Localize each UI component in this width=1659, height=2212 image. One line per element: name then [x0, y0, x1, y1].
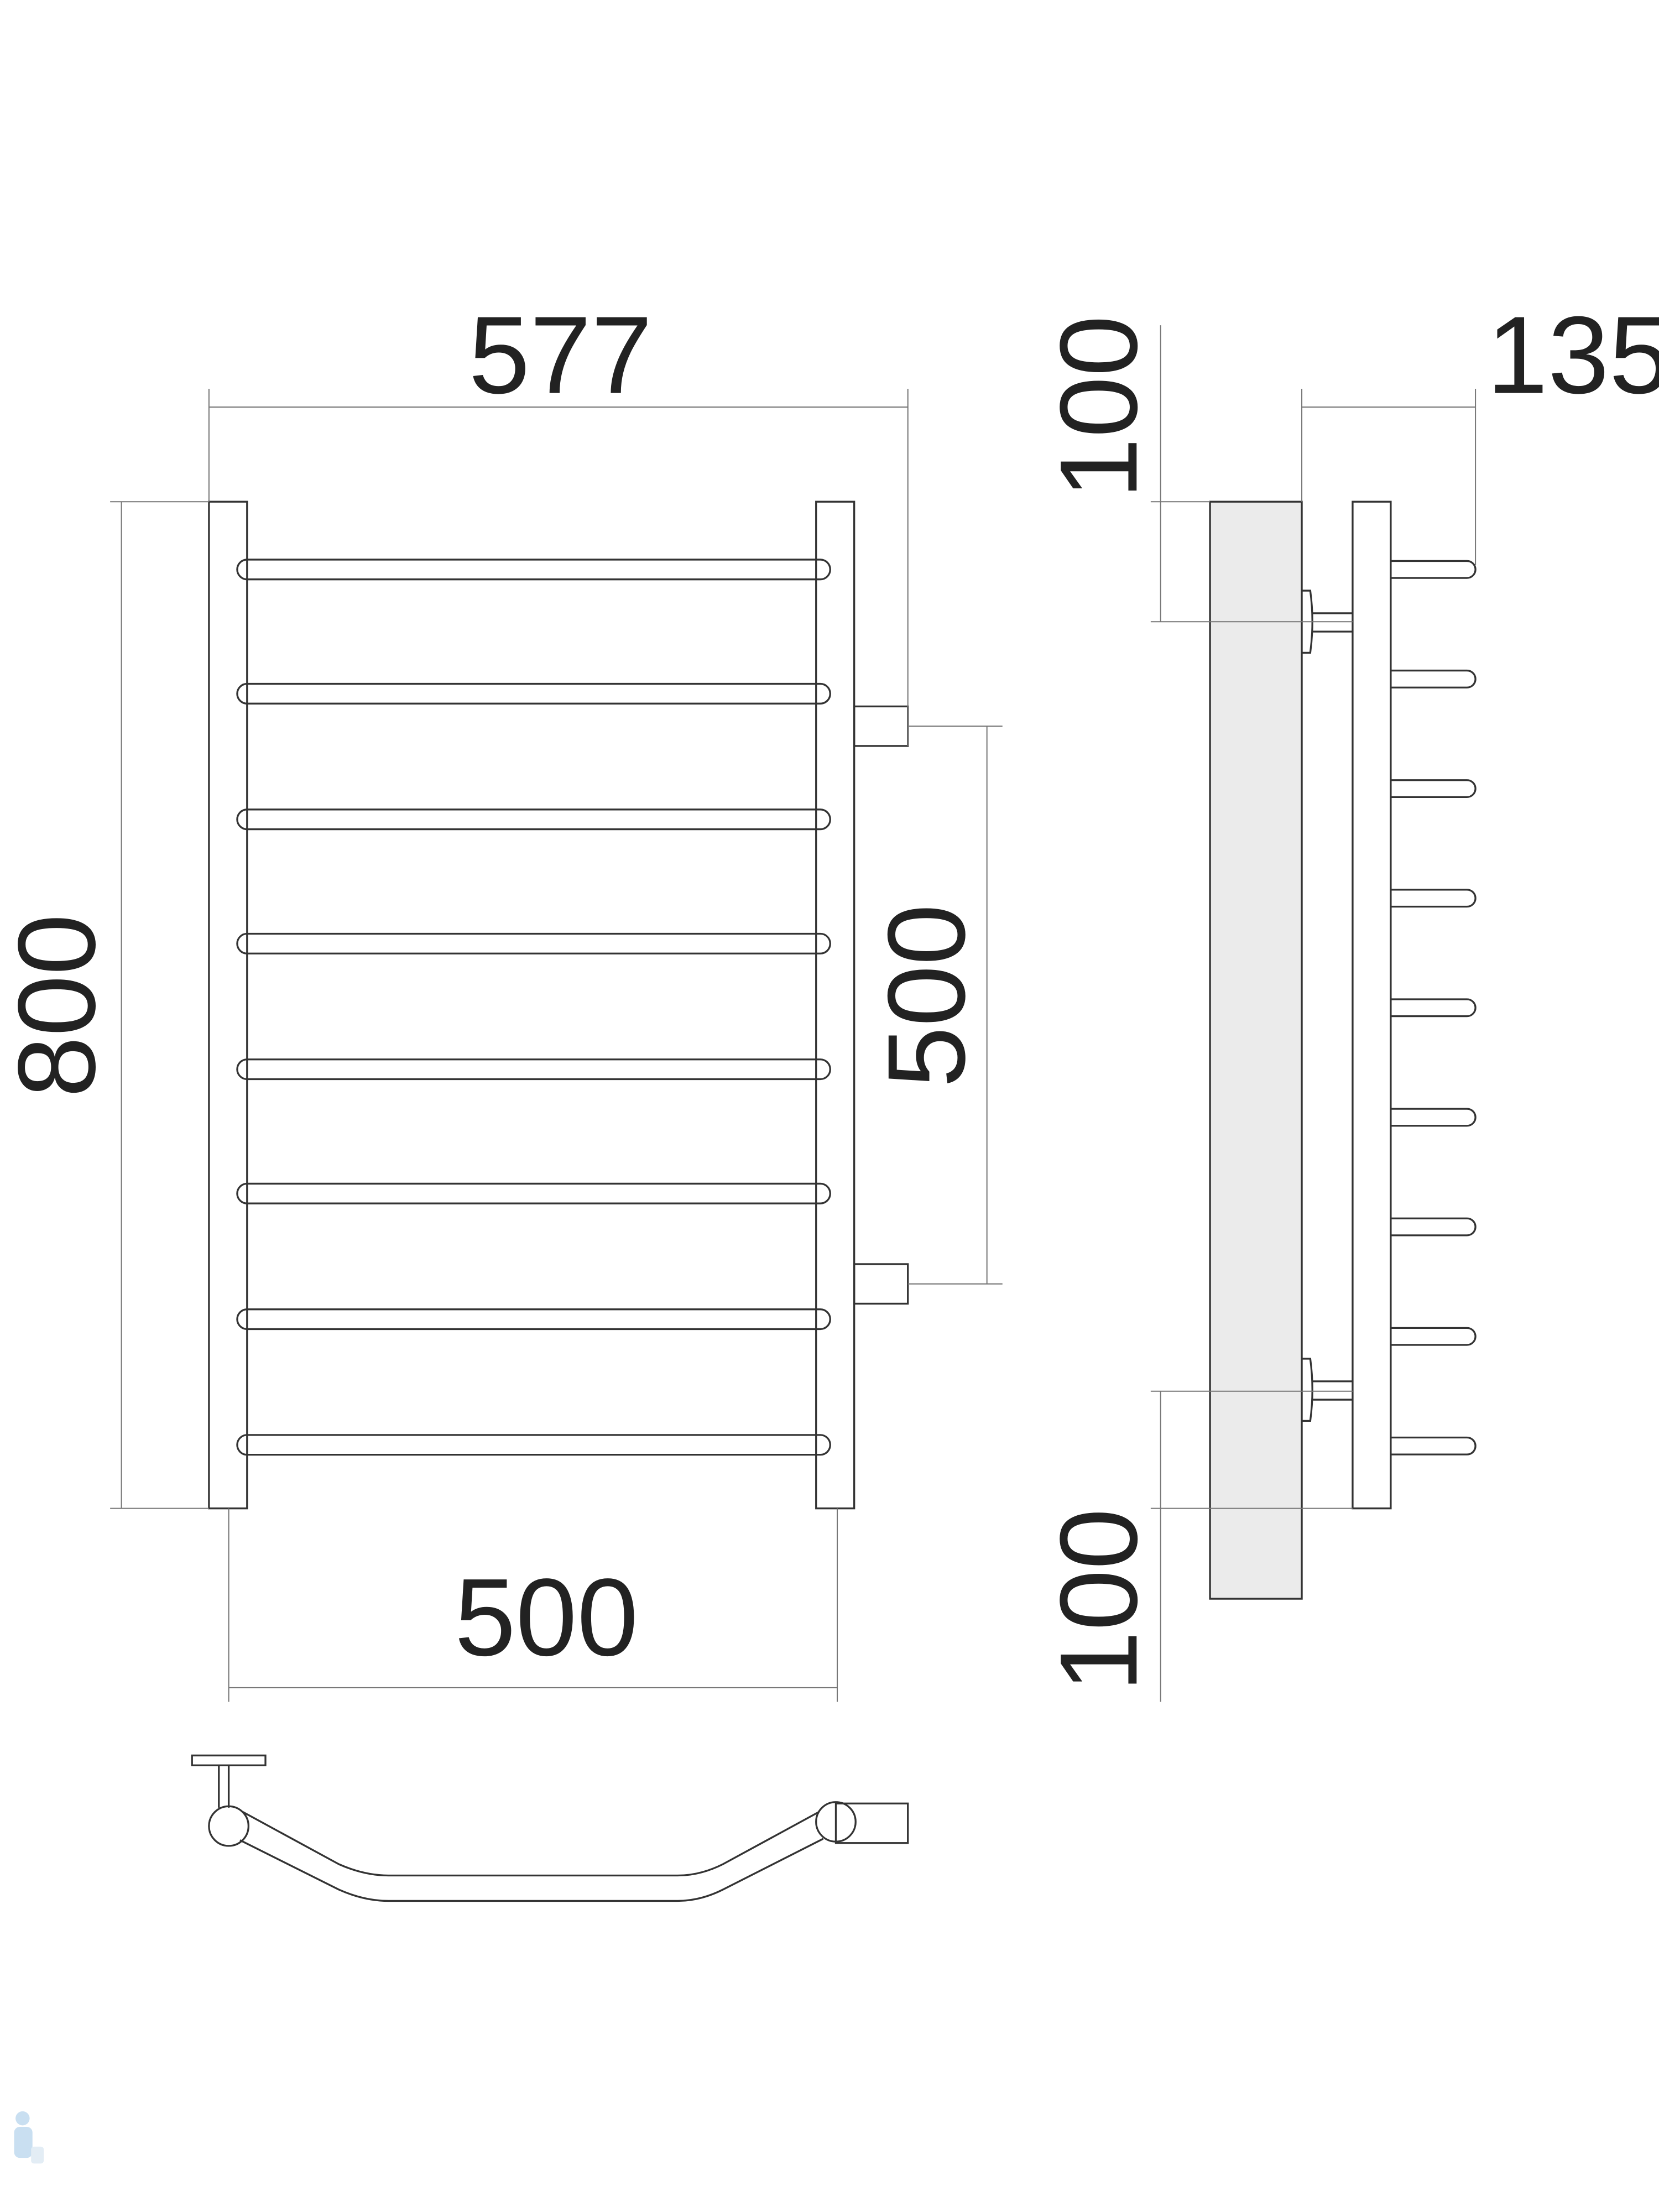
right-post	[815, 500, 855, 1510]
rail	[236, 932, 831, 954]
rail	[236, 1308, 831, 1331]
dim-100-bottom-label: 100	[1037, 1508, 1160, 1692]
dim-135-label: 135	[1486, 294, 1659, 417]
bottom-connector	[853, 1263, 909, 1305]
rail	[236, 1434, 831, 1456]
front-view	[208, 500, 909, 1510]
dimension-top-offset: 100	[1037, 315, 1353, 623]
dimension-height: 800	[0, 501, 209, 1509]
dim-800-label: 800	[0, 914, 118, 1098]
side-view	[1209, 500, 1477, 1600]
rail-stub	[1390, 1436, 1477, 1455]
rail-stub	[1390, 560, 1477, 579]
dimension-connection-spacing: 500	[865, 726, 1003, 1285]
rail	[236, 808, 831, 831]
wall	[1209, 500, 1303, 1600]
dimension-depth: 135	[1301, 294, 1659, 566]
top-view	[191, 1754, 909, 1902]
side-post	[1352, 500, 1392, 1510]
left-post	[208, 500, 248, 1510]
rail	[236, 559, 831, 581]
rail-stub	[1390, 1327, 1477, 1346]
dim-500-vertical-label: 500	[865, 904, 988, 1088]
dimension-bottom-offset: 100	[1037, 1390, 1353, 1702]
rail-stub	[1390, 1217, 1477, 1237]
rail	[236, 682, 831, 705]
rail-stub	[1390, 1108, 1477, 1127]
dimension-axis-width: 500	[228, 1508, 838, 1702]
rail-stub	[1390, 889, 1477, 908]
top-connector	[853, 705, 909, 747]
rail-stub	[1390, 998, 1477, 1018]
dim-100-top-label: 100	[1037, 315, 1160, 499]
wall-bracket-bottom	[1302, 1358, 1353, 1422]
rail-stub	[1390, 779, 1477, 799]
dimension-overall-width: 577	[208, 294, 909, 746]
dim-500-bottom-label: 500	[455, 1556, 638, 1679]
rail	[236, 1058, 831, 1081]
rail	[236, 1182, 831, 1204]
dim-577-label: 577	[468, 294, 652, 417]
plumber-watermark	[14, 2111, 44, 2164]
rail-stub	[1390, 669, 1477, 688]
